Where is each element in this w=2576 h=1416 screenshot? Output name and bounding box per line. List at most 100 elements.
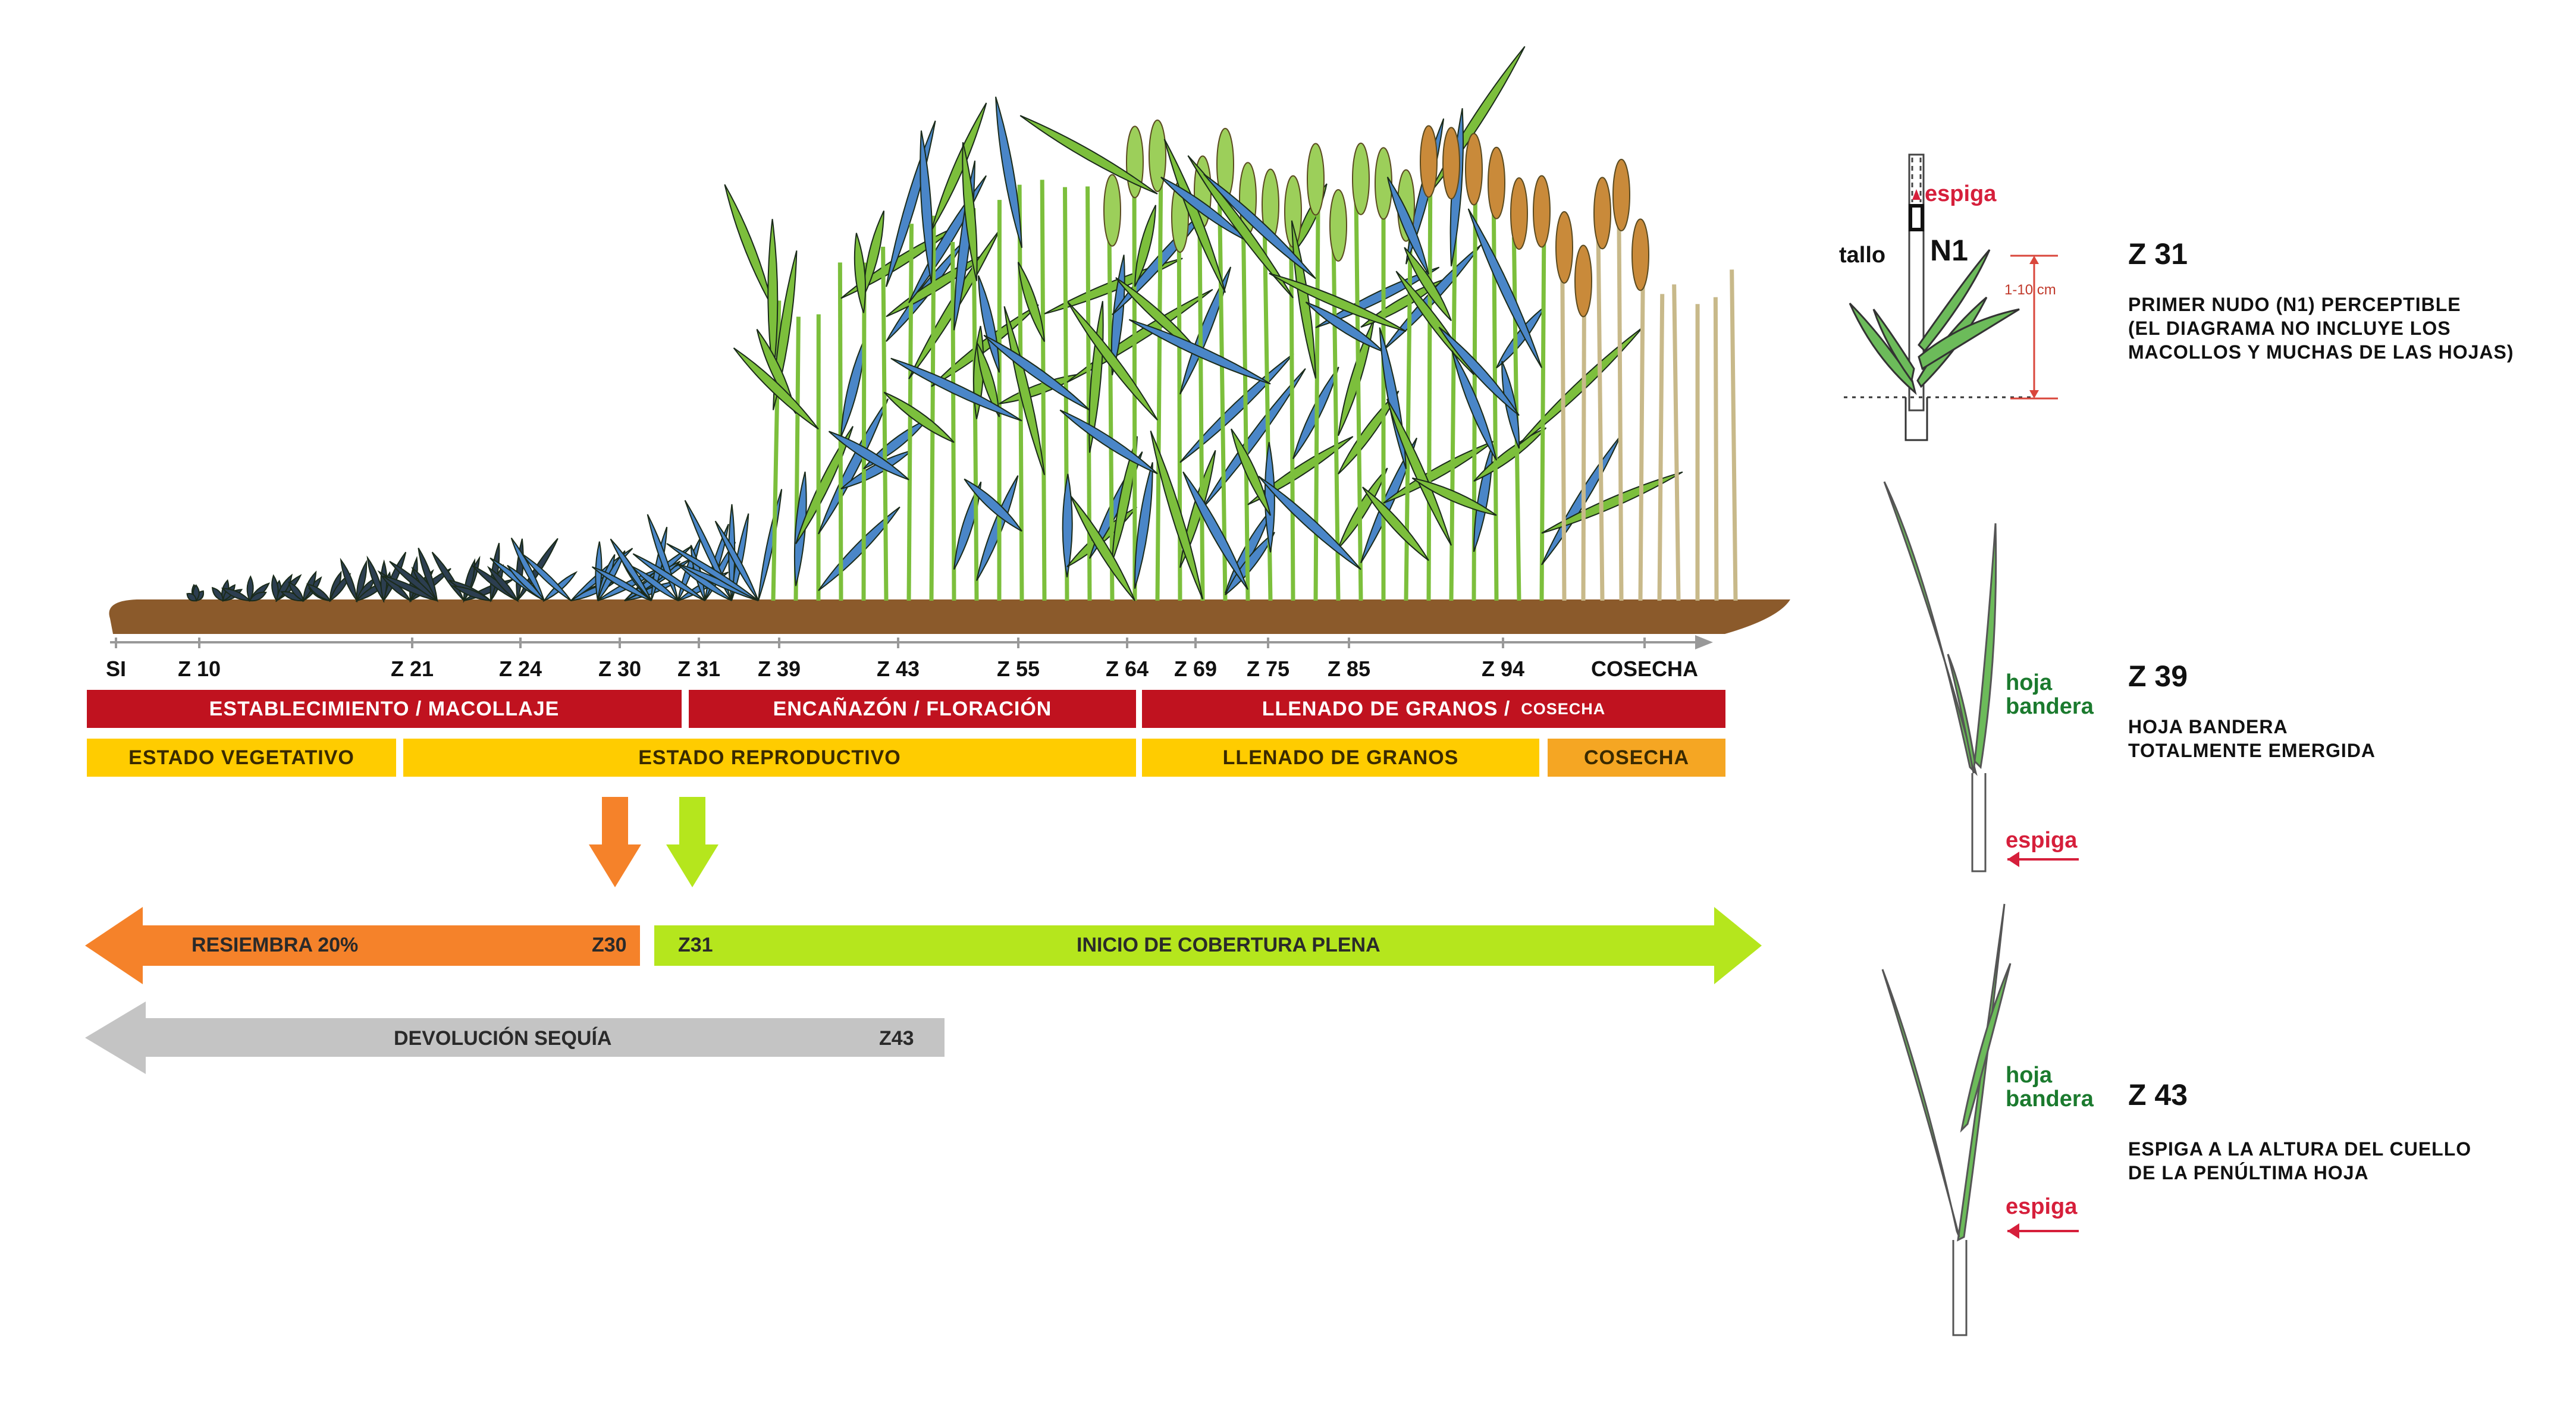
wheat-head [1329,189,1347,262]
tick-label: Z 24 [498,657,542,681]
wheat-head [1442,127,1460,200]
tick-label: Z 55 [996,657,1040,681]
z31-title: Z 31 [2128,237,2188,271]
wheat-head [1103,174,1121,247]
wheat-head [1533,175,1551,248]
sequia-label: DEVOLUCIÓN SEQUÍA [394,1027,612,1050]
leaf-shape [920,130,933,283]
leaf-shape [890,357,1022,422]
tick-label: Z 39 [757,657,801,681]
band-llenado-granos: LLENADO DE GRANOS [1142,739,1539,777]
band-llenado-label: LLENADO DE GRANOS / [1262,697,1511,720]
stem-line [1331,249,1341,601]
leaf-shape [931,102,987,231]
leaf-shape [1291,220,1316,379]
resiembra-arrow [85,907,640,984]
leaf-shape [1128,319,1271,385]
leaf-shape [340,557,358,603]
tick-label: Z 69 [1174,657,1218,681]
stem-line [1313,203,1320,601]
stem-line [1354,202,1363,601]
tick-label: Z 94 [1481,657,1525,681]
leaf-shape [1067,302,1158,421]
z31-espiga-label: espiga [1925,181,1997,206]
z39-description: HOJA BANDERA TOTALMENTE EMERGIDA [2128,716,2376,761]
leaf-shape [677,563,732,601]
wheat-head [1631,218,1649,291]
soil-strip [109,599,1791,634]
tick-label: SI [105,657,127,681]
z31-measure-label: 1-10 cm [2004,282,2056,298]
leaf-shape [507,564,545,601]
stem-line [1155,179,1163,601]
leaf-shape [1338,467,1388,549]
stem-line [1657,294,1665,601]
wheat-head [1593,177,1611,250]
z39-plant-drawing [1883,481,2079,872]
wheat-head [1420,125,1438,198]
z43-title: Z 43 [2128,1078,2188,1112]
stem-line [1730,269,1738,601]
band-vegetativo-label: ESTADO VEGETATIVO [128,746,354,769]
sequia-arrow [85,1001,945,1074]
leaf-shape [1017,262,1045,342]
stem-line [1107,234,1115,601]
tick-label: Z 31 [677,657,721,681]
leaf-shape [1203,173,1316,280]
z43-plant-drawing [1881,903,2079,1336]
stem-line [1426,185,1433,601]
leaf-shape [1059,409,1158,475]
leaf-shape [1269,272,1407,332]
timeline-ticks [115,638,1646,648]
leaf-shape [1362,486,1429,561]
leaf-shape [246,575,254,602]
leaf-shape [1231,428,1271,516]
stem-line [1449,187,1458,601]
band-cosecha-label: COSECHA [1583,746,1690,769]
stem-line [1217,187,1228,601]
leaf-shape [1163,139,1226,293]
z43-espiga-label: espiga [2006,1194,2078,1219]
leaf-shape [1386,177,1429,275]
leaf-shape [828,431,909,481]
leaf-shape [1411,477,1497,516]
wheat-head [1149,120,1166,193]
leaf-shape [758,489,783,601]
z43-hoja-bandera-label: hoja bandera [2006,1063,2094,1112]
stem-line [1596,237,1605,601]
tick-label: Z 30 [598,657,642,681]
stem-line [1713,297,1719,601]
stem-line [1581,304,1586,601]
band-cosecha-small-label: COSECHA [1521,699,1606,718]
wheat-head [1555,211,1573,284]
stem-line [1176,240,1182,601]
leaf-shape [275,573,293,602]
stem-line [1638,278,1645,601]
stem-line [1241,222,1250,601]
leaf-shape [522,553,572,601]
stem-line [950,241,956,601]
leaf-shape [666,543,759,601]
wheat-head [1307,143,1325,216]
leaf-shape [591,566,652,601]
stem-line [881,246,889,601]
leaf-shape [1019,115,1158,195]
leaf-shape [995,96,1022,248]
leaf-shape [1258,476,1361,570]
band-estado-reproductivo: ESTADO REPRODUCTIVO [403,739,1136,777]
leaf-shape [1386,398,1452,546]
leaf-shape [976,342,1000,417]
leaf-shape [288,581,305,602]
leaf-shape [306,583,332,602]
leaf-shape [1404,247,1452,321]
leaf-shape [983,334,1090,411]
tick-label: Z 10 [177,657,221,681]
leaf-shape [863,210,885,297]
leaf-shape [767,219,779,376]
sequia-stage: Z43 [879,1027,914,1050]
wheat-head [1574,244,1592,318]
leaf-shape [883,391,955,443]
stem-line [1539,235,1546,601]
cobertura-arrow [654,907,1762,984]
